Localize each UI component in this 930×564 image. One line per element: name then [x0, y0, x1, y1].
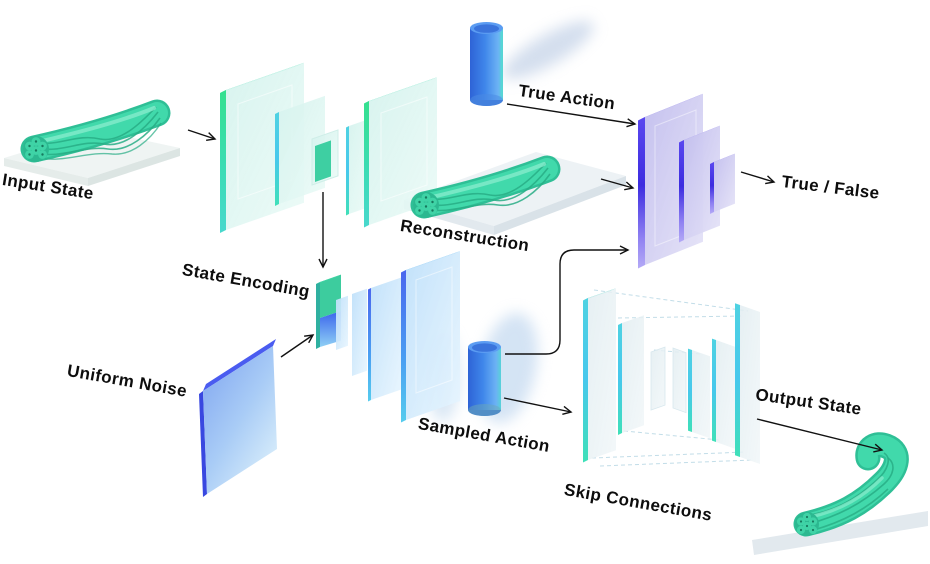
flow-arrows	[187, 103, 884, 453]
encoder-bottleneck-teal-block	[315, 140, 331, 182]
decoder-panel-large	[401, 251, 460, 423]
skip-panel-left-large	[583, 288, 616, 463]
uniform-noise-panel	[199, 339, 277, 497]
encoder-panel-large-right	[364, 77, 437, 228]
discriminator-stack	[638, 93, 735, 269]
discriminator-panel-3	[710, 153, 735, 214]
arrow-discriminator-out	[740, 171, 776, 185]
arrow-reconstruction-to-discriminator	[600, 178, 635, 191]
decoder-panel-3	[368, 277, 402, 402]
true-action-shadow	[502, 20, 594, 80]
encoder-panel-stack	[220, 62, 437, 233]
encoder-bottleneck-glass	[311, 129, 339, 186]
skip-panel-left-2	[618, 315, 644, 435]
skip-panel-right-large	[735, 303, 760, 464]
arrow-skip-to-output	[756, 418, 884, 453]
input-rope	[20, 99, 171, 163]
skip-connections-block	[583, 288, 760, 467]
decoder-panel-1	[336, 295, 348, 350]
arrow-sampled-to-discriminator	[505, 245, 630, 355]
state-encoding-block	[316, 274, 341, 349]
output-slab	[752, 511, 928, 555]
skip-panel-right-3	[712, 338, 735, 449]
skip-panel-center-left	[650, 346, 666, 411]
skip-panel-right-2	[688, 348, 710, 439]
sampled-action-cylinder	[468, 341, 501, 416]
skip-panel-center-right	[672, 347, 687, 414]
action-decoder-stack	[316, 251, 460, 423]
decoder-panel-2	[352, 288, 367, 376]
arrow-input-to-encoder	[187, 129, 217, 141]
arrow-sampled-to-skip	[503, 397, 573, 415]
true-action-cylinder	[470, 22, 503, 106]
arrow-true-action-to-discriminator	[506, 103, 637, 128]
arrow-noise-to-decoder	[280, 334, 315, 358]
reconstruction-rope	[410, 155, 561, 219]
